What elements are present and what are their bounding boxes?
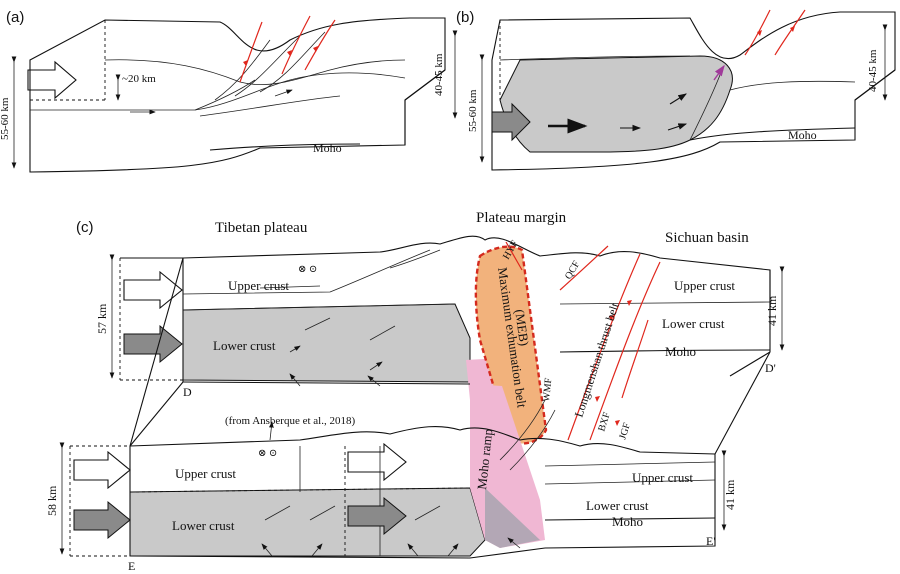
region-tibet: Tibetan plateau	[215, 220, 308, 236]
lower-thick-left: 58 km	[45, 485, 59, 516]
panel-b-push-arrow	[491, 102, 531, 142]
panel-b: (b) Moho 55-60 km 40-45 km	[456, 9, 896, 171]
meb-abbr: (MEB)	[512, 308, 532, 347]
region-sichuan: Sichuan basin	[665, 230, 749, 246]
upper-lower-crust-left: Lower crust	[213, 338, 276, 353]
lower-grey-arrow-left	[73, 500, 131, 540]
panel-b-block	[491, 11, 896, 171]
panel-a-moho: Moho	[313, 141, 342, 155]
moho-ramp-label: Moho ramp	[474, 428, 495, 490]
fault-wmf: WMF	[541, 377, 554, 402]
corner-e: E	[128, 559, 135, 573]
upper-upper-crust-right: Upper crust	[674, 278, 735, 293]
lower-hollow-arrow-mid	[347, 442, 407, 482]
lower-sym-1: ⊗ ⊙	[258, 448, 277, 459]
panel-a-depth-right: 40-45 km	[433, 53, 445, 96]
panel-b-lower-crust	[499, 55, 733, 153]
panel-a-moho-line	[209, 143, 361, 151]
panel-a-push-arrow	[27, 60, 77, 100]
panel-c-label: (c)	[76, 219, 94, 236]
panel-b-label: (b)	[456, 9, 474, 26]
lower-upper-crust-left: Upper crust	[175, 466, 236, 481]
citation: (from Ansberque et al., 2018)	[225, 415, 355, 427]
lower-upper-crust-right: Upper crust	[632, 470, 693, 485]
panel-a-block	[29, 17, 446, 173]
upper-grey-arrow	[123, 324, 183, 364]
panel-a-depth-left: 55-60 km	[0, 97, 11, 140]
upper-moho: Moho	[665, 344, 696, 359]
corner-d-prime: D'	[765, 361, 776, 375]
upper-hollow-arrow	[123, 270, 183, 310]
panel-a: (a) Moho 55-60 km ~20 km	[0, 9, 458, 173]
upper-block-outline	[182, 235, 771, 330]
meb-belt	[474, 245, 548, 445]
lower-thick-right: 41 km	[723, 479, 737, 510]
lower-hollow-arrow-left	[73, 450, 131, 490]
panel-c: (c) Tibetan plateau Plateau margin Sichu…	[45, 210, 785, 573]
corner-d: D	[183, 385, 192, 399]
lower-lower-crust-right: Lower crust	[586, 498, 649, 513]
panel-a-detach: ~20 km	[122, 73, 156, 85]
panel-a-label: (a)	[6, 9, 24, 26]
lower-block-outline	[129, 426, 716, 520]
upper-lower-crust-right: Lower crust	[662, 316, 725, 331]
panel-b-depth-right: 40-45 km	[867, 49, 879, 92]
fault-jgf: JGF	[617, 421, 633, 441]
upper-upper-crust-left: Upper crust	[228, 278, 289, 293]
panel-b-depth-left: 55-60 km	[467, 89, 479, 132]
corner-e-prime: E'	[706, 534, 716, 548]
lower-grey-arrow-mid	[347, 496, 407, 536]
upper-thick-left: 57 km	[95, 303, 109, 334]
upper-sym-1: ⊗ ⊙	[298, 264, 317, 275]
panel-b-moho: Moho	[788, 128, 817, 142]
upper-thick-right: 41 km	[765, 295, 779, 326]
fault-qcf: QCF	[563, 259, 582, 282]
region-margin: Plateau margin	[476, 210, 567, 226]
lower-moho: Moho	[612, 514, 643, 529]
lower-lower-crust-left: Lower crust	[172, 518, 235, 533]
